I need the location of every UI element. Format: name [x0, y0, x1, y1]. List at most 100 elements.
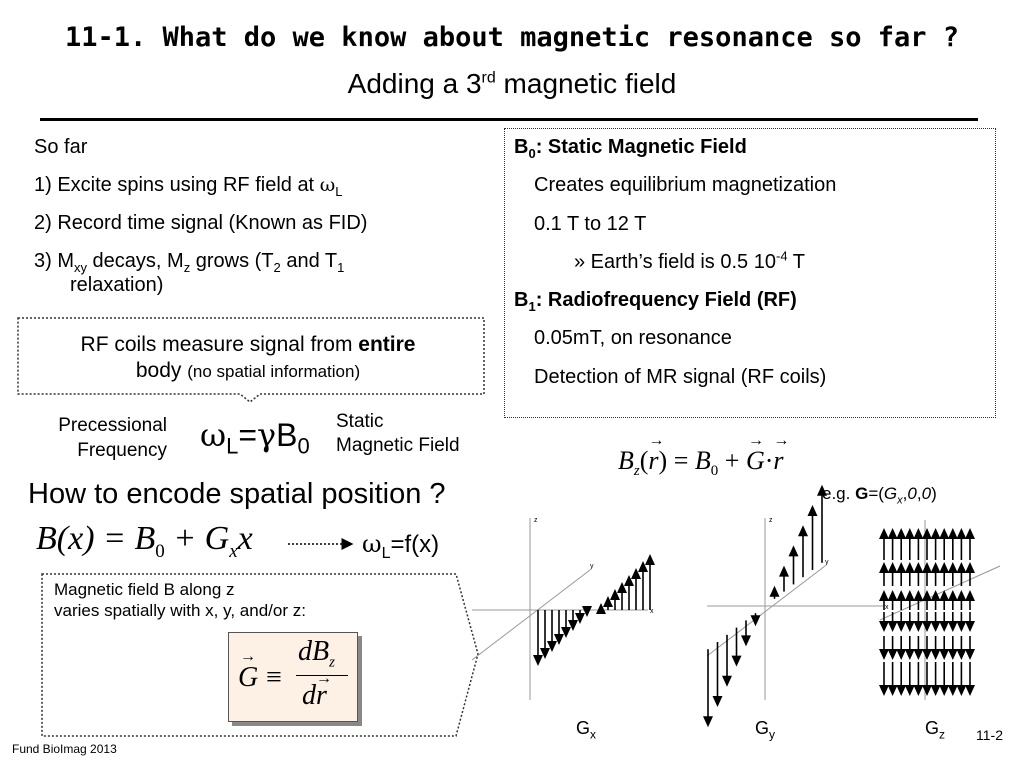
b0-line-1: Creates equilibrium magnetization: [534, 174, 837, 197]
gy-label-sub: y: [769, 727, 776, 742]
gradient-definition-box: [228, 632, 358, 722]
gz-arrow-1-9-head: [956, 562, 967, 573]
gz-arrow-0-8-head: [947, 528, 958, 539]
gy-y-label: y: [825, 559, 829, 566]
gz-arrow-0-9-head: [956, 528, 967, 539]
eg-gx-sub: x: [897, 494, 903, 507]
rf-box-text: RF coils measure signal from entire body…: [28, 332, 468, 384]
precessional-frequency-label: Precessional Frequency: [22, 414, 167, 463]
static-line-2: Magnetic Field: [336, 434, 460, 456]
encode-question: How to encode spatial position ?: [28, 478, 446, 510]
gz-arrow-3-2-head: [896, 621, 907, 632]
gz-arrow-4-10-head: [965, 649, 975, 660]
gz-arrow-2-9-head: [956, 590, 967, 601]
gz-arrow-0-7-head: [939, 528, 950, 539]
gy-arrow-9-head: [788, 545, 799, 557]
gz-arrow-5-8-head: [947, 685, 958, 696]
gz-arrow-5-9-head: [956, 685, 967, 696]
eg-e: ): [931, 484, 937, 503]
gy-y-axis: [706, 565, 826, 657]
gx-arrow-3-head: [554, 634, 564, 645]
gz-arrow-1-2-head: [896, 562, 907, 573]
gx-arrow-14-head: [631, 568, 641, 579]
gx-y-label: y: [590, 563, 594, 570]
prec-line-2: Frequency: [77, 439, 167, 461]
gradient-equation: Bz(r→) = B0 + G→·r→: [618, 432, 790, 480]
gx-arrow-4-head: [561, 627, 571, 638]
magnetic-field-box: [41, 573, 479, 737]
item3-c: grows (T: [190, 250, 274, 272]
gz-arrow-4-8-head: [947, 649, 958, 660]
rf-text-small: (no spatial information): [187, 361, 361, 381]
b0-line3-sup: -4: [775, 248, 788, 264]
gx-arrow-11-head: [610, 589, 620, 600]
ge-b: B: [618, 446, 634, 475]
larmor-omega-sub: L: [226, 433, 239, 459]
ge-g-vec: G→: [745, 432, 765, 475]
gy-label-g: G: [755, 718, 770, 738]
gz-arrow-4-7-head: [939, 649, 950, 660]
fx-omega: ω: [362, 530, 382, 558]
ge-r2: r: [773, 446, 784, 475]
gx-x-label: x: [650, 608, 654, 615]
gradient-definition: G→ ≡ dBz dr→: [236, 636, 352, 718]
gz-arrow-3-8-head: [947, 621, 958, 632]
gz-arrow-5-3-head: [904, 685, 915, 696]
gy-arrow-12-head: [817, 484, 827, 496]
b0-title: : Static Magnetic Field: [535, 136, 747, 158]
gz-arrow-4-2-head: [896, 649, 907, 660]
ge-r-vec: r→: [648, 432, 665, 475]
gradient-example: e.g. G=(Gx,0,0): [822, 484, 937, 507]
ge-dot: ·: [764, 446, 774, 475]
gz-arrow-2-6-head: [930, 590, 941, 601]
gz-arrow-0-10-head: [965, 528, 975, 539]
eg-b: =(: [868, 484, 884, 503]
gx-arrow-6-head: [575, 613, 585, 624]
eg-gx: G: [883, 484, 898, 503]
fields-summary-box: [504, 128, 996, 418]
item3-sub-xy: xy: [74, 260, 87, 275]
mag-line-1: Magnetic field B along z: [54, 580, 235, 599]
prec-line-1: Precessional: [58, 415, 167, 436]
gz-arrow-5-5-head: [922, 685, 932, 696]
ge-plus: +: [724, 446, 740, 475]
gz-arrow-0-2-head: [896, 528, 907, 539]
gz-label-g: G: [925, 718, 940, 738]
gz-arrow-2-4-head: [913, 590, 924, 601]
ge-r2-vec: r→: [773, 432, 790, 475]
omega-symbol: ω: [319, 174, 336, 196]
gz-arrow-2-1-head: [887, 590, 898, 601]
list-item-1-text: 1) Excite spins using RF field at: [34, 174, 320, 196]
mag-line-2: varies spatially with x, y, and/or z:: [54, 600, 306, 620]
gz-arrow-3-6-head: [930, 621, 941, 632]
bx-equation: B(x) = B0 + Gxx: [36, 520, 253, 561]
gz-arrow-5-10-head: [965, 685, 975, 696]
gx-z-label: z: [534, 517, 538, 524]
rf-info-box: [17, 317, 485, 403]
bx-a: B: [36, 520, 57, 557]
gz-arrow-4-5-head: [922, 649, 932, 660]
eg-c: ,: [902, 484, 908, 503]
ge-close: ): [658, 446, 668, 475]
gz-arrow-4-0-head: [879, 649, 889, 660]
ge-b0-sub: 0: [710, 463, 719, 480]
fd-g-vec: G→: [238, 648, 259, 693]
gy-arrow-4-head: [741, 635, 751, 647]
fd-num-sub: z: [329, 654, 335, 671]
gx-arrow-1-head: [540, 648, 550, 659]
eg-zero2: 0: [921, 484, 932, 503]
gy-arrow-7-head: [769, 585, 780, 597]
bx-c: + G: [164, 520, 230, 557]
gz-arrow-2-8-head: [947, 590, 958, 601]
gy-arrow-11-head: [807, 505, 818, 516]
gz-arrow-2-0-head: [879, 590, 889, 601]
gz-arrow-4-6-head: [930, 649, 941, 660]
gz-arrow-3-1-head: [887, 621, 898, 632]
eg-d: ,: [916, 484, 922, 503]
rf-text-b: body: [135, 358, 188, 382]
gy-x-label: x: [885, 604, 889, 611]
eg-a: e.g.: [822, 484, 856, 503]
gz-arrow-3-0-head: [879, 621, 889, 632]
so-far-heading: So far: [34, 136, 88, 158]
footer-page-number: 11-2: [976, 727, 1003, 743]
